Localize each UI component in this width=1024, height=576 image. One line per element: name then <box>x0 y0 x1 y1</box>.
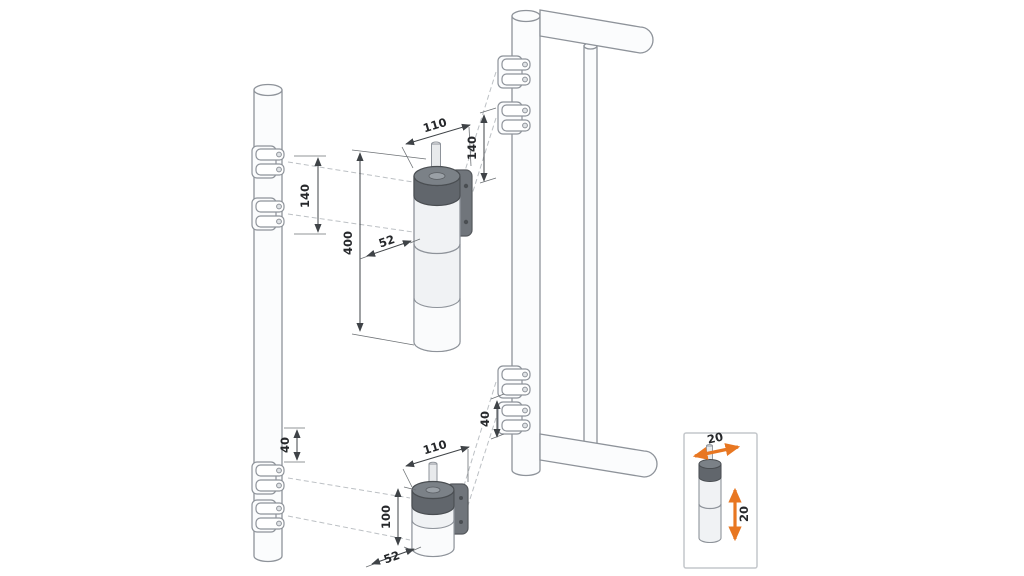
dimension-gate-lower-offset: 40 <box>478 393 505 440</box>
post-top-cap <box>253 83 283 97</box>
projection-lines <box>287 71 497 541</box>
gate-middle-bar <box>583 45 598 450</box>
dimension-label-upper-width: 110 <box>421 115 448 135</box>
dimension-label-lower-width: 110 <box>421 437 448 457</box>
lower-hinge <box>411 461 469 558</box>
dimension-upper-hinge-height: 400 <box>341 149 427 346</box>
dimension-label-gate-lower-offset: 40 <box>478 411 492 427</box>
dimension-gate-upper-spacing: 140 <box>465 107 497 184</box>
gate-bottom-rail <box>539 433 658 478</box>
gate-frame <box>511 9 658 478</box>
dimension-post-lower-offset: 40 <box>278 427 305 463</box>
dimension-label-gate-upper-spacing: 140 <box>465 136 479 160</box>
dimension-upper-hinge-width: 110 <box>401 115 472 169</box>
dimension-lower-hinge-width: 110 <box>402 437 470 488</box>
upper-hinge <box>413 141 473 353</box>
inset-label-horizontal: 20 <box>706 429 725 446</box>
dimension-lower-hinge-height: 100 <box>379 486 417 552</box>
gate-top-rail <box>539 9 654 54</box>
lower-hinge-sleeve <box>411 519 455 558</box>
horizontal-adjust-arrow-icon <box>692 443 741 460</box>
dimension-label-upper-height: 400 <box>341 231 355 255</box>
dimension-label-upper-depth: 52 <box>377 232 397 250</box>
mounting-brackets <box>251 55 531 533</box>
inset-hinge-body <box>698 463 722 544</box>
adjustment-inset: 20 20 <box>683 429 758 569</box>
dimension-label-post-lower-offset: 40 <box>278 437 292 453</box>
inset-label-vertical: 20 <box>737 506 751 522</box>
dimension-label-post-upper-spacing: 140 <box>298 184 312 208</box>
dimension-post-upper-spacing: 140 <box>294 155 326 235</box>
dimension-label-lower-height: 100 <box>379 505 393 529</box>
upper-hinge-sleeve <box>413 297 461 353</box>
dimension-lower-hinge-depth: 52 <box>365 546 422 568</box>
dimension-upper-hinge-depth: 52 <box>359 232 421 260</box>
inset-hinge-cap <box>698 459 722 469</box>
dimension-label-lower-depth: 52 <box>382 548 402 566</box>
